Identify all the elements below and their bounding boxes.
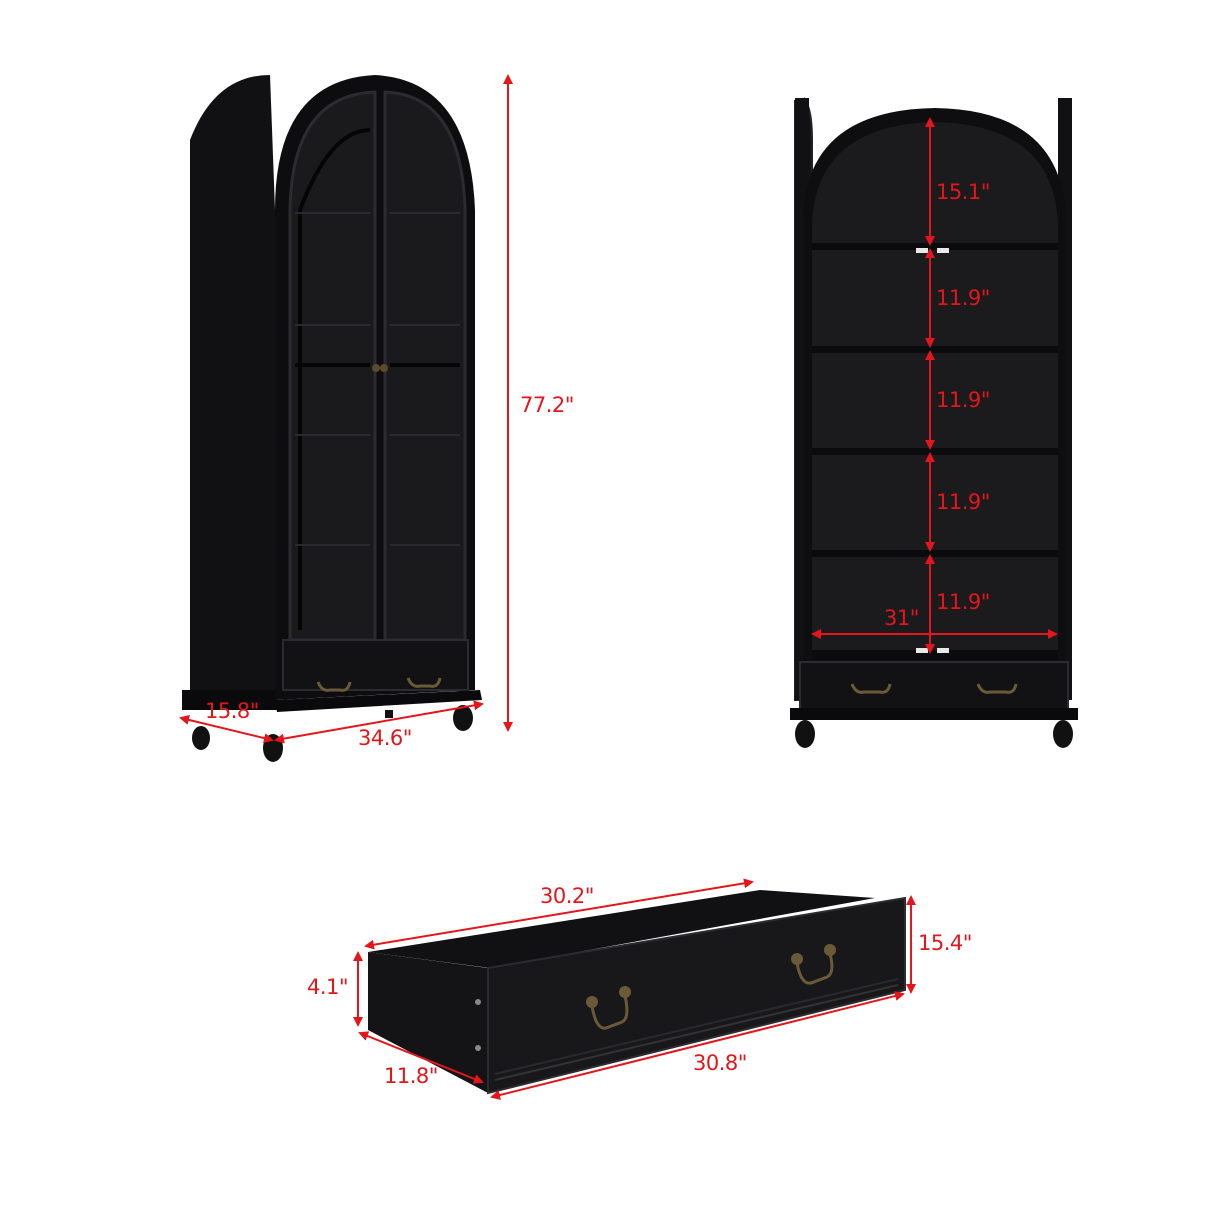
shelf-1-label: 11.9" [936,286,990,310]
width-label: 34.6" [358,726,412,750]
cabinet-open-front-view [790,96,1078,748]
dimension-lines-drawer [353,878,916,1100]
drawer-back-length-label: 30.2" [540,884,594,908]
inner-width-label: 31" [884,606,919,630]
drawer-front-height-label: 15.4" [918,931,972,955]
shelf-4-label: 11.9" [936,590,990,614]
depth-label: 15.8" [205,699,259,723]
cabinet-angled-view [182,75,482,762]
drawer-depth-label: 11.8" [384,1064,438,1088]
drawer-side-height-label: 4.1" [307,975,349,999]
drawer-view [368,890,906,1095]
drawer-front-length-label: 30.8" [693,1051,747,1075]
dimension-lines-open [811,117,1058,654]
dimension-lines-angled [179,74,513,744]
height-label: 77.2" [520,393,574,417]
top-section-label: 15.1" [936,180,990,204]
shelf-2-label: 11.9" [936,388,990,412]
shelf-3-label: 11.9" [936,490,990,514]
